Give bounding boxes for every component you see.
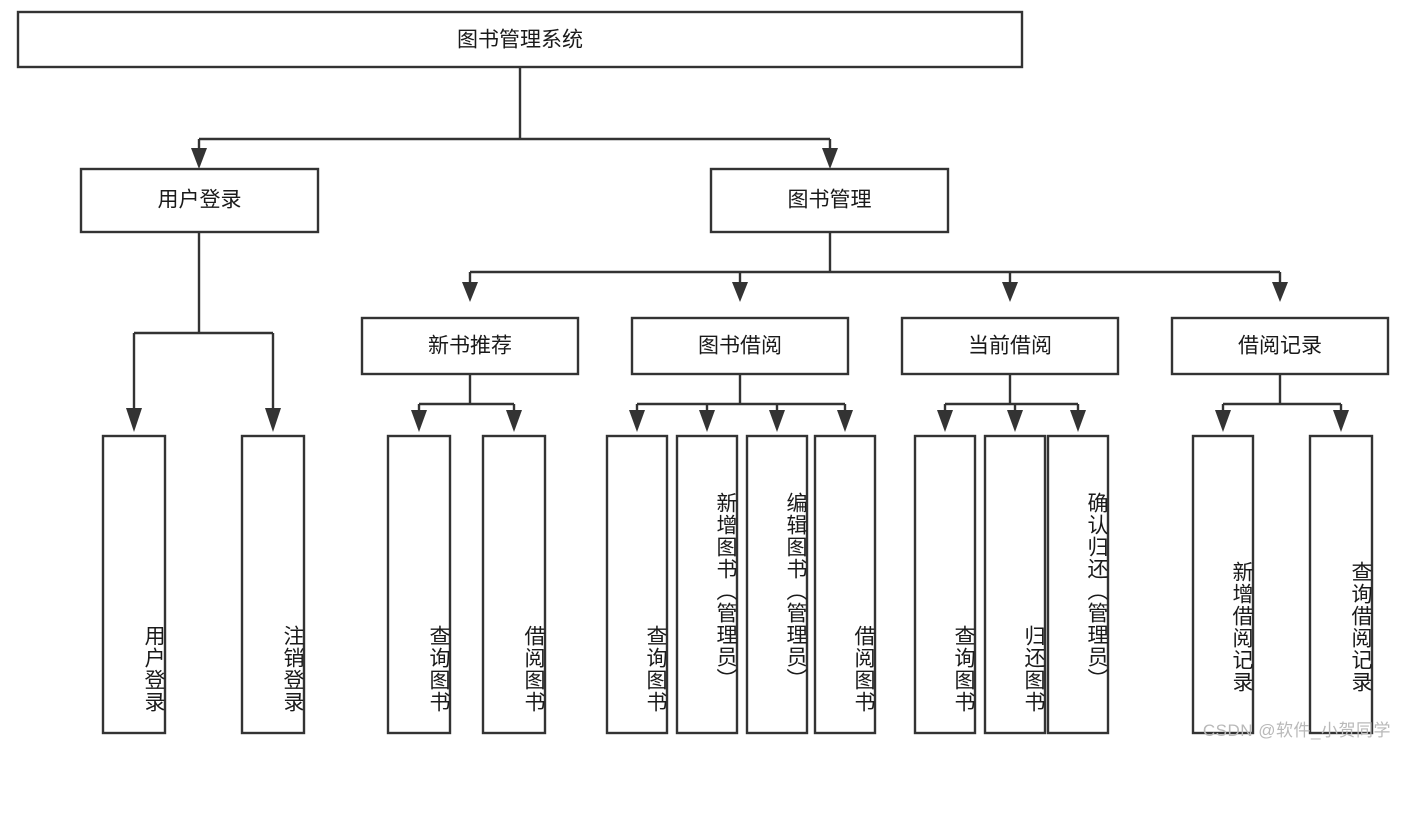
node-leaf-logout[interactable] bbox=[240, 434, 306, 735]
node-label: 当前借阅 bbox=[968, 335, 1052, 358]
node-box[interactable] bbox=[900, 316, 1120, 376]
connector-layer bbox=[126, 67, 1349, 432]
node-box[interactable] bbox=[675, 434, 739, 735]
node-borrow-record[interactable]: 借阅记录 bbox=[1170, 316, 1390, 376]
arrow-head-icon bbox=[822, 148, 838, 169]
node-new-book-rec[interactable]: 新书推荐 bbox=[360, 316, 580, 376]
node-leaf-confirm-return[interactable] bbox=[1046, 434, 1110, 735]
node-box[interactable] bbox=[360, 316, 580, 376]
arrow-head-icon bbox=[265, 408, 281, 432]
arrow-head-icon bbox=[1215, 410, 1231, 432]
diagram-canvas: 图书管理系统 用户登录 图书管理 新书推荐 图书借阅 当前 bbox=[16, 10, 1391, 740]
node-label: 图书管理 bbox=[788, 189, 872, 212]
node-box[interactable] bbox=[913, 434, 977, 735]
node-user-login[interactable]: 用户登录 bbox=[79, 167, 320, 234]
arrow-head-icon bbox=[629, 410, 645, 432]
node-box[interactable] bbox=[630, 316, 850, 376]
arrow-head-icon bbox=[837, 410, 853, 432]
node-box[interactable] bbox=[709, 167, 950, 234]
node-box[interactable] bbox=[79, 167, 320, 234]
node-current-borrow[interactable]: 当前借阅 bbox=[900, 316, 1120, 376]
node-box[interactable] bbox=[386, 434, 452, 735]
node-leaf-query-book-1[interactable] bbox=[386, 434, 452, 735]
node-box[interactable] bbox=[1046, 434, 1110, 735]
arrow-head-icon bbox=[732, 282, 748, 302]
arrow-head-icon bbox=[411, 410, 427, 432]
node-leaf-return-book[interactable] bbox=[983, 434, 1047, 735]
node-leaf-query-record[interactable] bbox=[1308, 434, 1374, 735]
node-leaf-borrow-book-1[interactable] bbox=[481, 434, 547, 735]
arrow-head-icon bbox=[1070, 410, 1086, 432]
node-label: 图书借阅 bbox=[698, 335, 782, 358]
node-leaf-add-record[interactable] bbox=[1191, 434, 1255, 735]
node-book-manage[interactable]: 图书管理 bbox=[709, 167, 950, 234]
arrow-head-icon bbox=[937, 410, 953, 432]
arrow-head-icon bbox=[1002, 282, 1018, 302]
node-box[interactable] bbox=[813, 434, 877, 735]
flowchart-svg: 图书管理系统 用户登录 图书管理 新书推荐 图书借阅 当前 bbox=[16, 10, 1390, 735]
node-leaf-borrow-book-2[interactable] bbox=[813, 434, 877, 735]
edge-book-manage-children bbox=[462, 232, 1288, 302]
edge-user-login-children bbox=[126, 232, 281, 432]
arrow-head-icon bbox=[1333, 410, 1349, 432]
arrow-head-icon bbox=[506, 410, 522, 432]
node-box[interactable] bbox=[605, 434, 669, 735]
node-leaf-query-book-2[interactable] bbox=[605, 434, 669, 735]
node-box[interactable] bbox=[745, 434, 809, 735]
node-box[interactable] bbox=[481, 434, 547, 735]
node-box[interactable] bbox=[983, 434, 1047, 735]
csdn-watermark: CSDN @软件_小贺同学 bbox=[1202, 721, 1391, 740]
node-leaf-user-login[interactable] bbox=[101, 434, 167, 735]
arrow-head-icon bbox=[462, 282, 478, 302]
node-leaf-edit-book[interactable] bbox=[745, 434, 809, 735]
edge-new-book-rec-children bbox=[411, 374, 522, 432]
node-label: 借阅记录 bbox=[1238, 335, 1322, 358]
node-leaf-add-book[interactable] bbox=[675, 434, 739, 735]
arrow-head-icon bbox=[769, 410, 785, 432]
node-book-borrow[interactable]: 图书借阅 bbox=[630, 316, 850, 376]
node-box[interactable] bbox=[1191, 434, 1255, 735]
arrow-head-icon bbox=[1272, 282, 1288, 302]
node-box[interactable] bbox=[16, 10, 1024, 69]
edge-current-borrow-children bbox=[937, 374, 1086, 432]
arrow-head-icon bbox=[126, 408, 142, 432]
node-box[interactable] bbox=[101, 434, 167, 735]
node-leaf-query-book-3[interactable] bbox=[913, 434, 977, 735]
node-root[interactable]: 图书管理系统 bbox=[16, 10, 1024, 69]
node-box[interactable] bbox=[240, 434, 306, 735]
arrow-head-icon bbox=[1007, 410, 1023, 432]
node-box[interactable] bbox=[1308, 434, 1374, 735]
edge-root-children bbox=[191, 67, 838, 169]
edge-book-borrow-children bbox=[629, 374, 853, 432]
node-box[interactable] bbox=[1170, 316, 1390, 376]
node-label: 图书管理系统 bbox=[457, 29, 583, 52]
node-layer: 图书管理系统 用户登录 图书管理 新书推荐 图书借阅 当前 bbox=[16, 10, 1390, 735]
node-label: 新书推荐 bbox=[428, 335, 512, 358]
node-label: 用户登录 bbox=[158, 189, 242, 212]
arrow-head-icon bbox=[699, 410, 715, 432]
arrow-head-icon bbox=[191, 148, 207, 169]
edge-borrow-record-children bbox=[1215, 374, 1349, 432]
